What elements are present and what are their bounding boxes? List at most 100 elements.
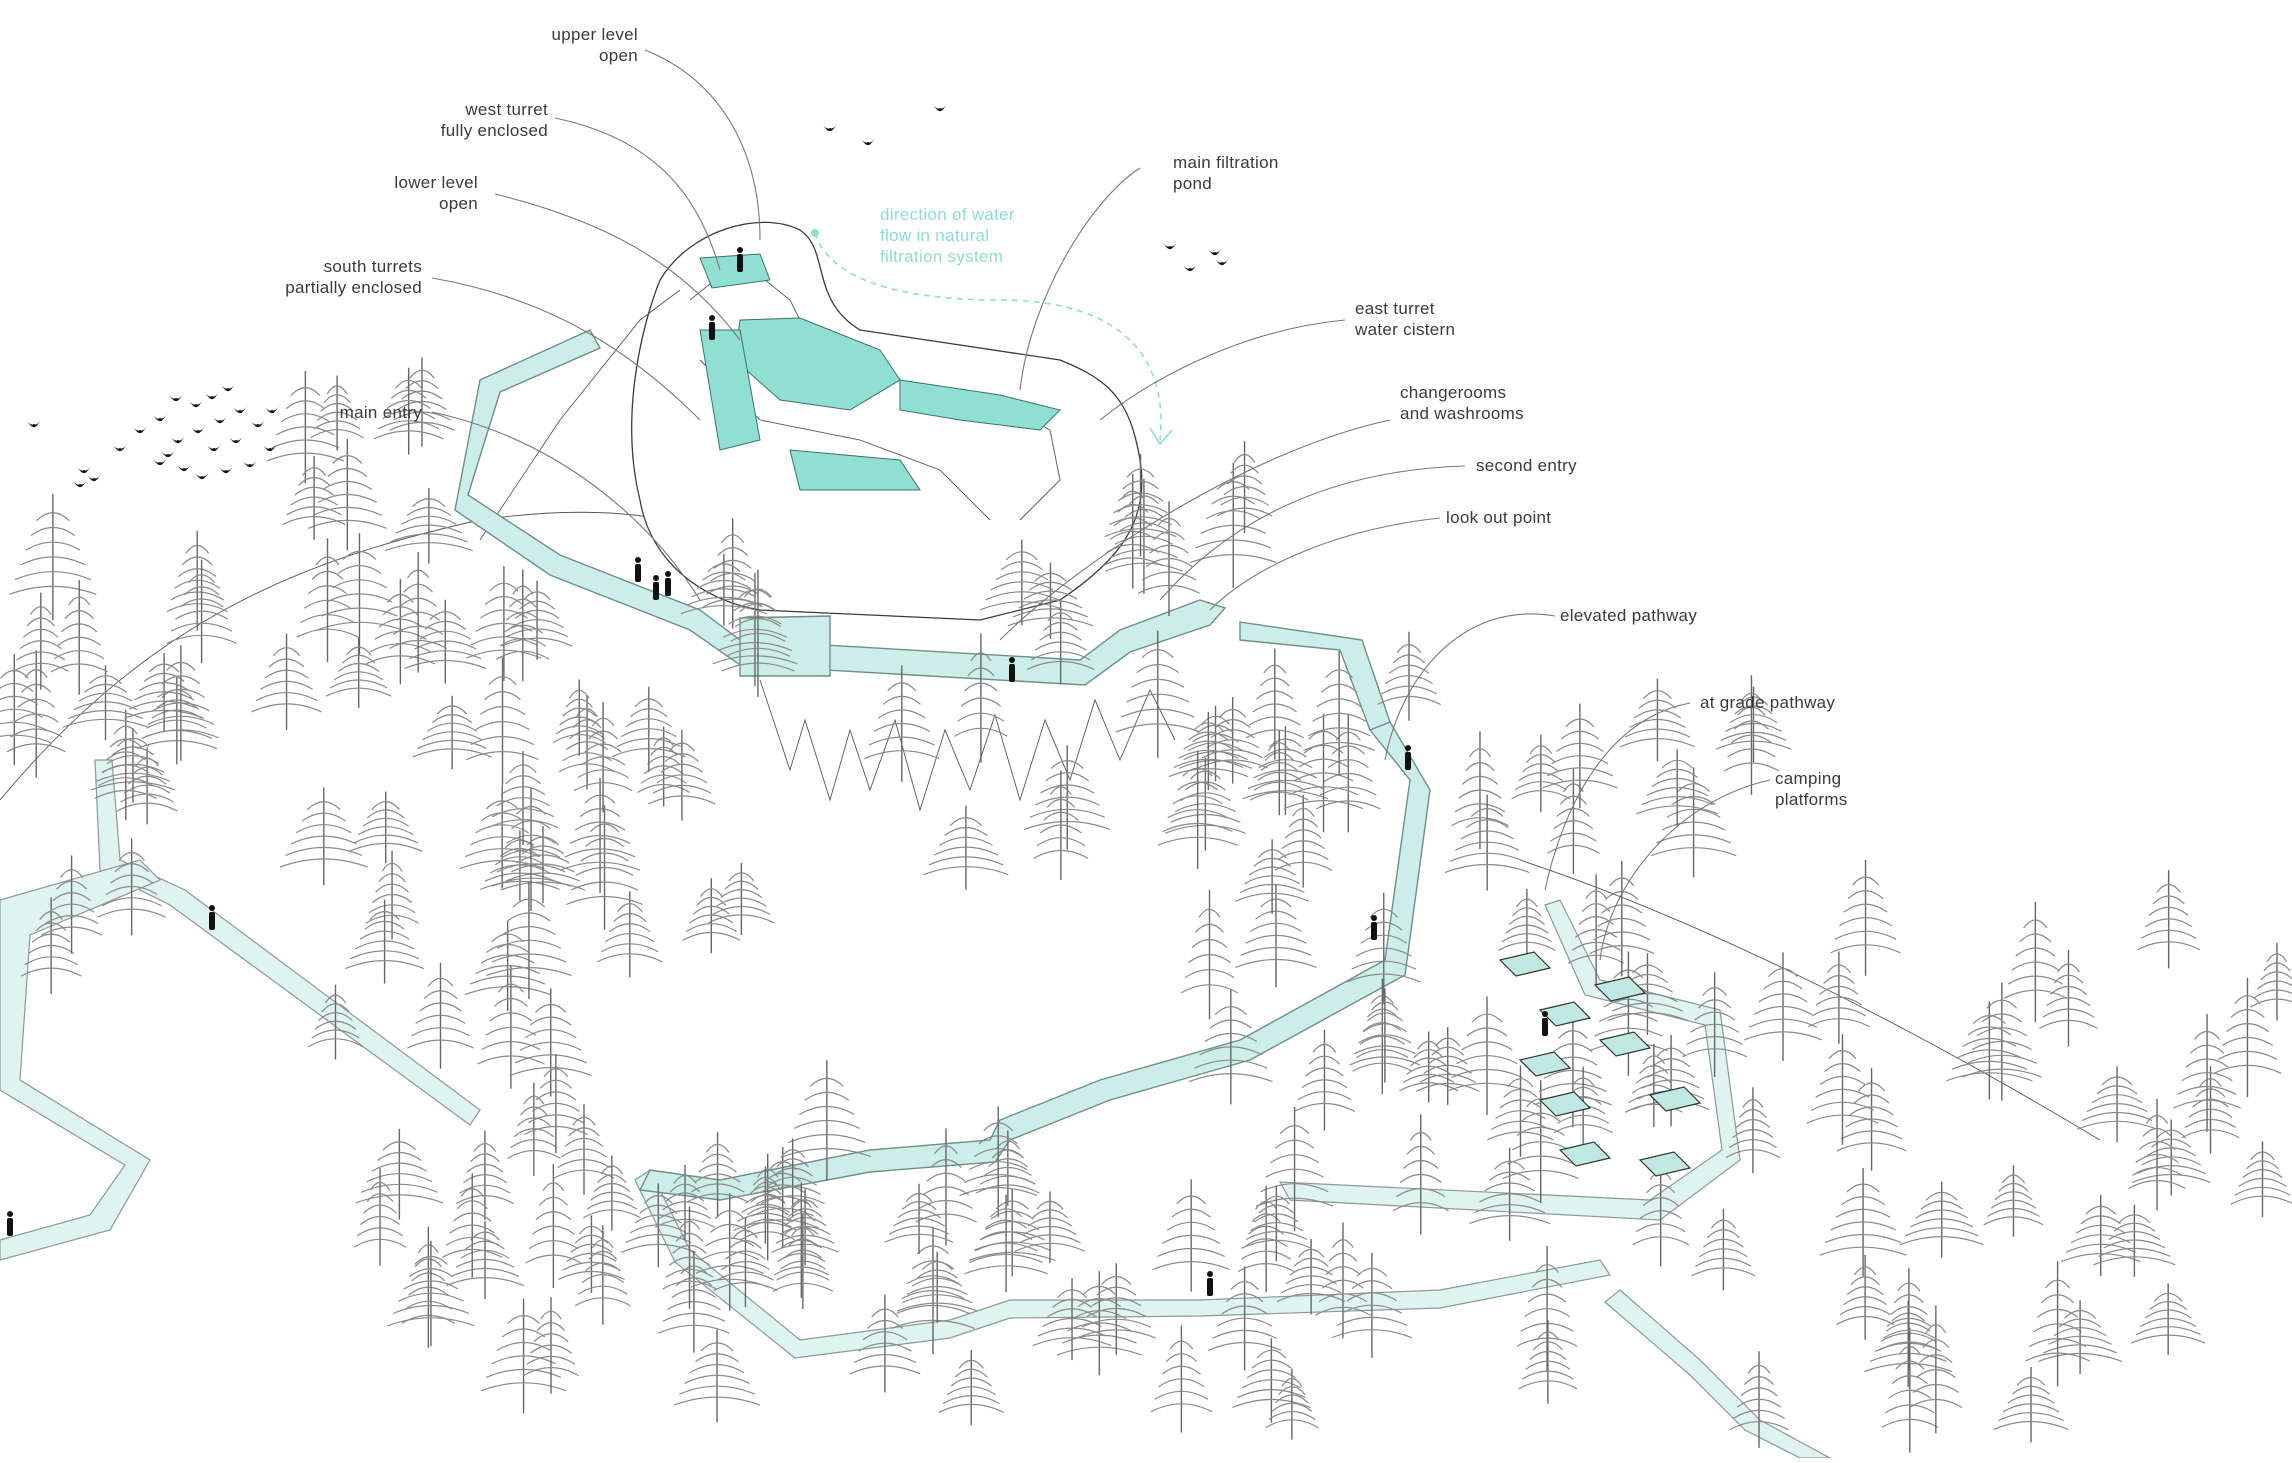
- tree-crown: [486, 898, 572, 977]
- tree: [501, 580, 573, 660]
- tree-crown: [1245, 664, 1305, 739]
- tree-crown: [1729, 1364, 1789, 1431]
- person-body: [737, 254, 743, 272]
- tree-crown: [1197, 708, 1268, 769]
- rock-mass: [631, 221, 1143, 621]
- tree: [466, 657, 539, 786]
- lower-pond: [789, 449, 921, 491]
- tree: [1315, 1222, 1371, 1339]
- tree: [345, 899, 425, 984]
- bird: [171, 436, 185, 444]
- tree-crown: [315, 550, 404, 631]
- tree: [353, 1168, 407, 1266]
- label-elevated-pathway: elevated pathway: [1560, 606, 1698, 625]
- leader-main-filtration: [1019, 167, 1141, 391]
- at-grade-path-right: [1604, 1289, 1831, 1459]
- person: [665, 571, 671, 596]
- leader-main-entry: [431, 411, 701, 601]
- tree: [355, 1128, 444, 1220]
- tree: [1830, 859, 1901, 976]
- label-water-flow: direction of water flow in natural filtr…: [880, 205, 1015, 266]
- tree-crown: [1725, 1099, 1781, 1159]
- person: [209, 905, 215, 930]
- tree-crown: [1636, 759, 1719, 815]
- tree: [559, 778, 641, 894]
- tree-crown: [773, 1199, 829, 1276]
- tree-crown: [680, 563, 768, 615]
- tree-crown: [487, 764, 559, 829]
- tree-crown: [938, 1359, 1004, 1413]
- bird: [1163, 242, 1177, 250]
- tree: [487, 751, 559, 846]
- tree-crown: [1274, 807, 1333, 871]
- camping-platform: [1648, 1086, 1702, 1112]
- tree: [1235, 883, 1317, 988]
- tree: [123, 652, 205, 733]
- tree-crown: [1542, 718, 1618, 789]
- person-body: [1207, 1278, 1213, 1296]
- tree-crown: [1352, 995, 1413, 1072]
- tree: [491, 788, 571, 911]
- tree: [773, 1182, 829, 1298]
- leader-at-grade: [1544, 702, 1691, 891]
- tree: [1216, 441, 1273, 534]
- tree-crown: [1014, 1200, 1086, 1252]
- hill-ridge-right: [1519, 859, 2101, 1141]
- tree: [455, 1130, 515, 1220]
- east-pond: [899, 379, 1061, 431]
- tree-crown: [1486, 1078, 1555, 1141]
- tree: [94, 709, 158, 821]
- tree: [0, 654, 53, 765]
- tree-crown: [959, 1122, 1038, 1197]
- tree: [1518, 1320, 1578, 1404]
- tree: [2173, 1013, 2241, 1132]
- tree: [1511, 734, 1571, 812]
- tree: [597, 891, 663, 978]
- tree: [686, 1132, 749, 1218]
- tree: [2003, 901, 2067, 1023]
- tree-crown: [2130, 1292, 2206, 1344]
- tree-crown: [954, 652, 1008, 737]
- bird: [161, 450, 175, 458]
- tree: [1879, 1268, 1939, 1370]
- tree: [915, 1128, 977, 1246]
- tree: [1819, 1168, 1907, 1277]
- tree-crown: [611, 698, 686, 758]
- person-body: [1405, 752, 1411, 770]
- tree-crown: [2128, 1114, 2186, 1190]
- tree-crown: [1157, 767, 1238, 846]
- tree-crown: [166, 544, 228, 613]
- tree: [1241, 1185, 1312, 1262]
- tree: [673, 1329, 761, 1423]
- ring-pathway: [454, 329, 1227, 686]
- tree-crown: [455, 1142, 515, 1205]
- person: [1371, 915, 1377, 940]
- tree-crown: [2025, 1279, 2091, 1362]
- tree: [1138, 501, 1200, 617]
- tree-crown: [1568, 890, 1625, 964]
- tree: [1498, 888, 1556, 963]
- tree: [1516, 1245, 1578, 1372]
- tree: [1274, 794, 1333, 888]
- tree-crown: [708, 872, 775, 924]
- tree-crown: [1104, 468, 1177, 538]
- tree: [41, 855, 103, 954]
- tree-crown: [566, 823, 643, 906]
- tree-crown: [1033, 786, 1089, 860]
- tree: [1589, 951, 1668, 1076]
- tree-crown: [1607, 964, 1688, 1022]
- tree-crown: [1181, 908, 1238, 994]
- tree: [680, 553, 768, 626]
- bird: [823, 124, 837, 132]
- person-body: [635, 564, 641, 582]
- tree: [1104, 454, 1177, 557]
- tree-crown: [1806, 1050, 1879, 1124]
- person-head: [7, 1211, 13, 1217]
- tree: [1352, 978, 1413, 1095]
- tree-crown: [365, 862, 419, 924]
- tree: [1691, 1208, 1756, 1291]
- label-changerooms: changerooms and washrooms: [1400, 383, 1524, 423]
- tree: [464, 920, 551, 1012]
